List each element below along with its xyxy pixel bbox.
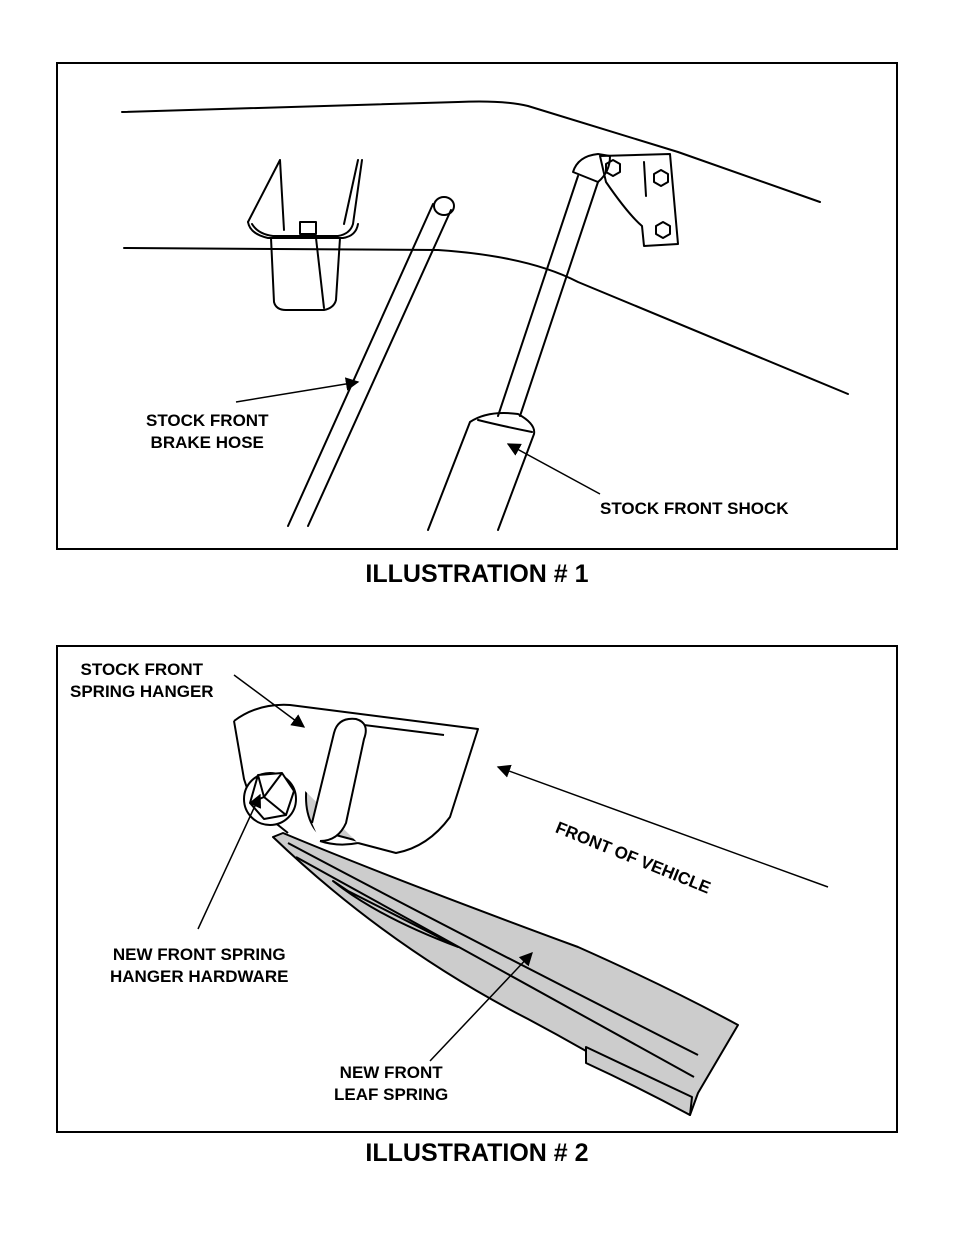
hardware-label-line1: NEW FRONT SPRING — [112, 945, 286, 964]
spring-hanger-label-line2: SPRING HANGER — [70, 682, 214, 701]
illustration-1-caption: ILLUSTRATION # 1 — [365, 560, 589, 588]
shock-body — [427, 412, 536, 531]
hardware-label-line2: HANGER HARDWARE — [110, 967, 289, 986]
frame-top-edge — [121, 100, 821, 203]
frame-bottom-edge — [123, 247, 849, 395]
brake-hose-label-line1: STOCK FRONT — [146, 411, 269, 430]
leaf-spring — [272, 832, 739, 1116]
illustration-2-caption: ILLUSTRATION # 2 — [365, 1139, 589, 1167]
brake-hose-label: STOCK FRONT BRAKE HOSE — [146, 410, 268, 454]
leaf-spring-leader — [429, 952, 533, 1062]
shock-leader — [506, 443, 601, 495]
shock-rod — [497, 175, 599, 417]
brake-hose-leader — [235, 377, 360, 403]
shock-label-text: STOCK FRONT SHOCK — [600, 499, 789, 518]
front-of-vehicle-arrow — [496, 764, 829, 888]
leaf-spring-label-line2: LEAF SPRING — [334, 1085, 449, 1104]
illustration-1-drawing — [121, 100, 849, 531]
brake-hose-label-line2: BRAKE HOSE — [150, 433, 264, 452]
spring-hanger-label-line1: STOCK FRONT — [80, 660, 204, 679]
illustration-2-drawing — [197, 674, 829, 1116]
leaf-spring-end-leaf — [585, 1046, 693, 1116]
illustration-2-panel: STOCK FRONT SPRING HANGER NEW FRONT SPRI… — [56, 645, 898, 1133]
leaf-spring-lower-leaf — [332, 880, 459, 948]
spring-hanger-label: STOCK FRONT SPRING HANGER — [70, 659, 214, 703]
shock-label: STOCK FRONT SHOCK — [600, 498, 789, 520]
bracket-body — [270, 237, 341, 311]
leaf-spring-label: NEW FRONT LEAF SPRING — [334, 1062, 448, 1106]
brake-hose — [287, 203, 452, 527]
leaf-spring-label-line1: NEW FRONT — [339, 1063, 443, 1082]
hanger-strap — [311, 717, 367, 842]
illustration-1-panel: STOCK FRONT BRAKE HOSE STOCK FRONT SHOCK — [56, 62, 898, 550]
hanger-leader — [233, 674, 306, 728]
hardware-leader — [197, 793, 262, 930]
brake-line-bracket — [247, 159, 363, 237]
shock-mount-plate — [599, 153, 679, 247]
hardware-label: NEW FRONT SPRING HANGER HARDWARE — [110, 944, 289, 988]
